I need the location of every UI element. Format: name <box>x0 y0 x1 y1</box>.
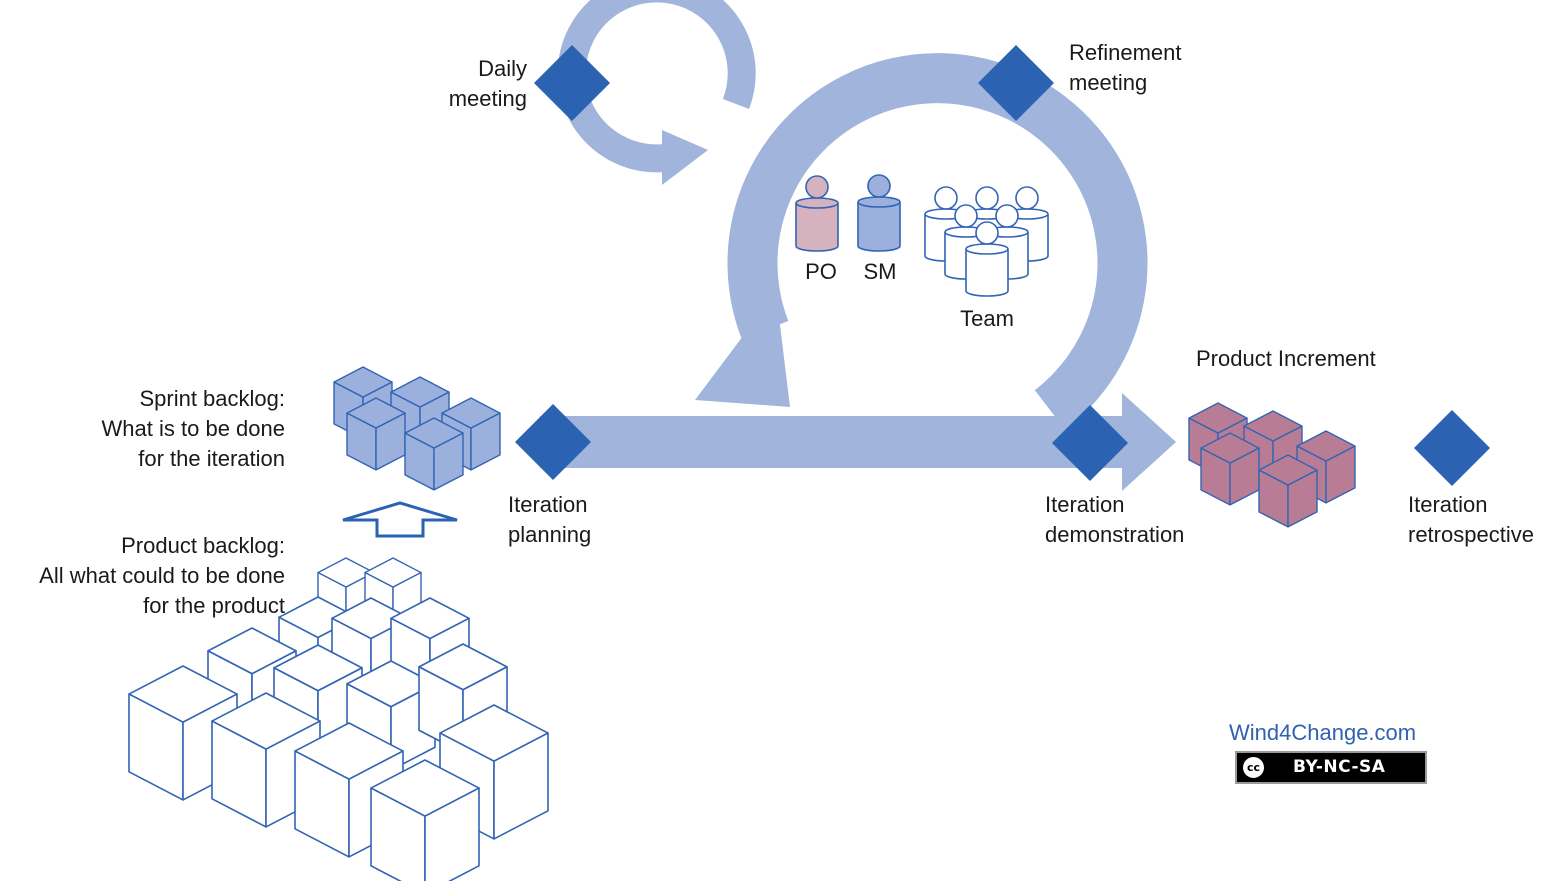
iteration-demonstration-label: Iteration demonstration <box>1045 492 1185 547</box>
sm-person-icon <box>857 174 901 252</box>
sm-label: SM <box>863 259 897 284</box>
iteration-retrospective-label: Iteration retrospective <box>1408 492 1534 547</box>
product-backlog-label: Product backlog: All what could to be do… <box>39 533 285 618</box>
po-label: PO <box>805 259 837 284</box>
po-person-icon <box>795 175 839 252</box>
license-badge: cc BY-NC-SA <box>1235 751 1427 784</box>
cube-icon <box>1200 432 1260 506</box>
team-icon <box>924 186 1049 297</box>
cube-icon <box>370 759 480 881</box>
iteration-retrospective-diamond-icon <box>1414 410 1490 486</box>
product-increment-label: Product Increment <box>1196 346 1376 371</box>
cube-icon <box>346 397 406 471</box>
cube-icon <box>1258 454 1318 528</box>
team-label: Team <box>960 306 1014 331</box>
daily-meeting-diamond-icon <box>534 45 610 121</box>
iteration-planning-diamond-icon <box>515 404 591 480</box>
daily-meeting-label: Daily meeting <box>448 56 527 111</box>
site-link[interactable]: Wind4Change.com <box>1229 720 1417 745</box>
cube-icon <box>404 417 464 491</box>
cube-icon <box>128 665 238 801</box>
license-text: BY-NC-SA <box>1293 757 1386 777</box>
daily-loop-arrow <box>557 0 756 185</box>
iteration-flow-arrow <box>540 393 1176 491</box>
iteration-loop-arrow <box>695 53 1148 430</box>
sprint-backlog-label: Sprint backlog: What is to be done for t… <box>101 386 285 471</box>
hollow-up-arrow-icon <box>342 501 458 538</box>
iteration-demonstration-diamond-icon <box>1052 405 1128 481</box>
refinement-meeting-diamond-icon <box>978 45 1054 121</box>
team-member-icon <box>965 221 1009 297</box>
iteration-planning-label: Iteration planning <box>508 492 592 547</box>
refinement-meeting-label: Refinement meeting <box>1069 40 1182 95</box>
cc-icon: cc <box>1241 755 1266 780</box>
